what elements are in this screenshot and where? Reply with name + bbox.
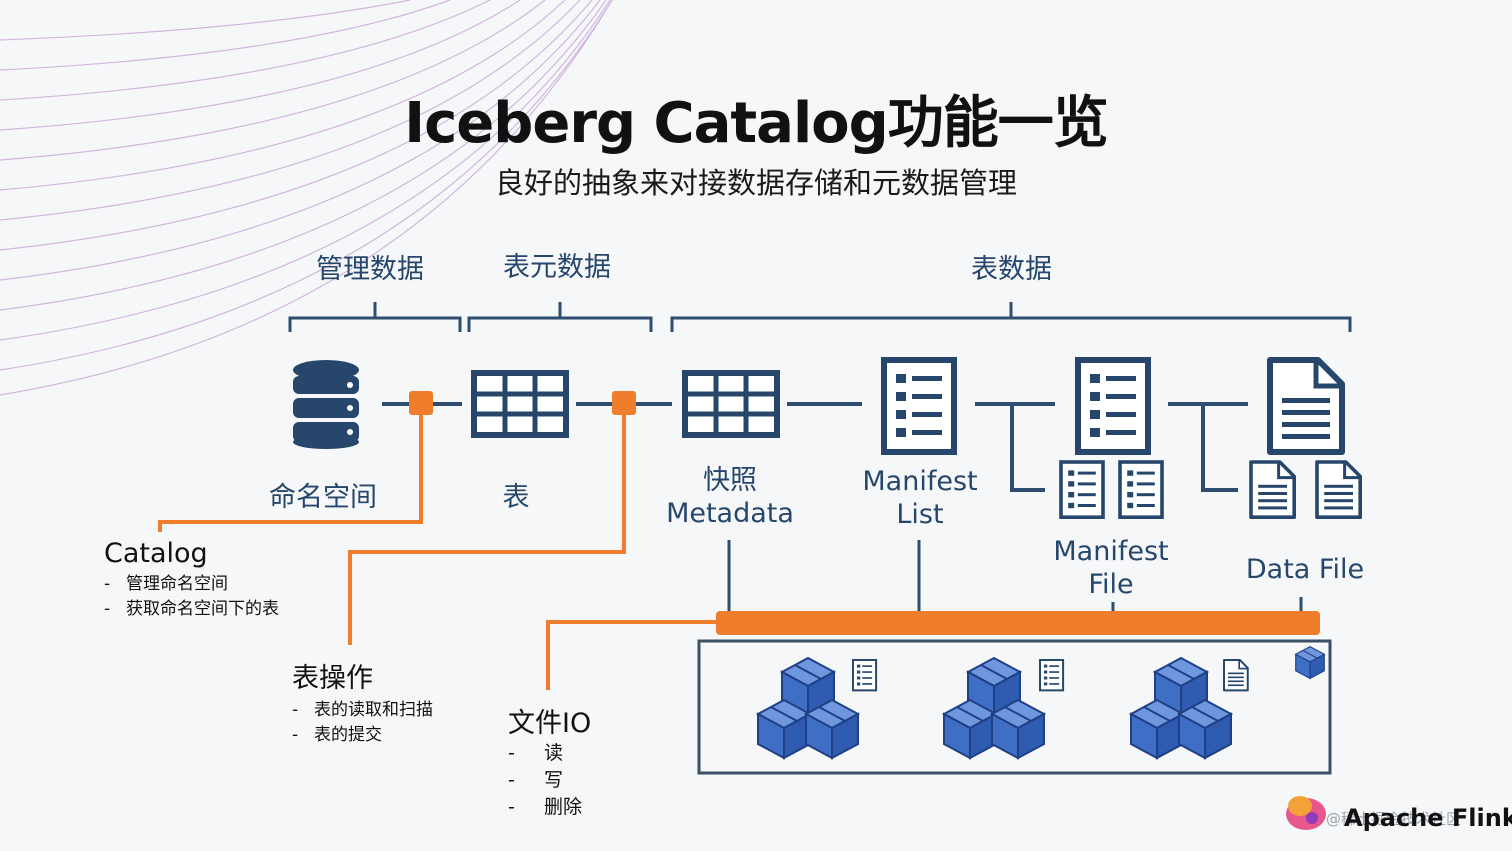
catalog-title: Catalog	[104, 538, 208, 569]
node-label-table: 表	[502, 482, 530, 513]
decorative-curves	[0, 0, 613, 396]
catalog-section: Catalog -管理命名空间 -获取命名空间下的表	[104, 538, 279, 619]
connector-lines	[382, 402, 1248, 492]
data-file-small-icon	[1315, 460, 1362, 520]
table-ops-callout	[348, 391, 636, 645]
table-ops-title: 表操作	[292, 663, 373, 694]
file-io-item: -读	[508, 742, 564, 764]
page-title: Iceberg Catalog功能一览	[404, 91, 1108, 156]
manifest-list-icon	[884, 360, 954, 452]
manifest-file-small-icon	[1118, 460, 1164, 520]
watermark: @稀土掘金技术社区	[1326, 810, 1462, 828]
brand-name: Apache Flink	[1344, 804, 1512, 832]
group-label-table-data: 表数据	[971, 254, 1052, 285]
database-icon	[293, 360, 359, 449]
table-ops-item: -表的读取和扫描	[292, 700, 433, 720]
storage-bar	[716, 611, 1320, 635]
small-cube-icon	[1295, 646, 1325, 680]
list-document-icon	[1039, 659, 1065, 692]
snapshot-grid-icon	[685, 373, 777, 435]
page-subtitle: 良好的抽象来对接数据存储和元数据管理	[494, 166, 1017, 200]
flink-logo-icon	[1286, 796, 1326, 830]
table-ops-item: -表的提交	[292, 725, 382, 745]
file-io-item: -写	[508, 769, 564, 791]
file-io-section: 文件IO -读 -写 -删除	[508, 701, 591, 821]
catalog-item: -管理命名空间	[104, 574, 228, 594]
text-document-icon	[1223, 659, 1249, 692]
file-io-callout	[546, 620, 720, 690]
data-file-icon	[1270, 360, 1342, 452]
group-brackets	[288, 302, 1352, 332]
group-label-table-meta: 表元数据	[503, 252, 611, 283]
data-file-small-icon	[1249, 460, 1296, 520]
manifest-file-small-icon	[1059, 460, 1105, 520]
table-ops-section: 表操作 -表的读取和扫描 -表的提交	[292, 656, 433, 745]
table-grid-icon	[474, 373, 566, 435]
node-label-data-file: Data File	[1245, 554, 1365, 585]
manifest-file-icon	[1078, 360, 1148, 452]
file-io-item: -删除	[508, 796, 583, 818]
group-label-mgmt: 管理数据	[316, 254, 424, 285]
list-document-icon	[852, 659, 878, 692]
file-io-title: 文件IO	[508, 708, 592, 739]
catalog-item: -获取命名空间下的表	[104, 599, 279, 619]
storage-drop-lines	[727, 540, 1303, 612]
node-label-namespace: 命名空间	[269, 482, 377, 513]
catalog-callout	[158, 391, 433, 532]
